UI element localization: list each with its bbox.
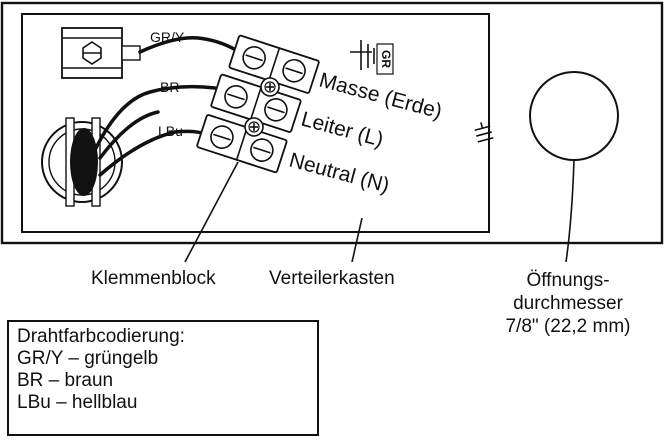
wire-ground — [138, 36, 238, 54]
wire-live-2 — [98, 110, 160, 160]
junction-box — [21, 13, 490, 233]
legend-title: Drahtfarbcodierung: — [17, 326, 185, 347]
ground-symbol-icon — [350, 40, 375, 70]
terminal-neutral — [196, 114, 288, 174]
mounting-plate — [0, 1, 664, 245]
leader-opening — [565, 159, 575, 263]
leader-junction-box — [351, 217, 363, 263]
cable-entry — [41, 117, 123, 207]
wire-neutral — [98, 129, 207, 177]
legend-item-ground: GR/Y – grüngelb — [17, 348, 159, 369]
legend-item-neutral: LBu – hellblau — [17, 392, 138, 413]
terminal-label-neutral: Neutral (N) — [287, 149, 392, 198]
wire-color-legend: Drahtfarbcodierung: GR/Y – grüngelb BR –… — [7, 320, 319, 436]
terminal-live — [210, 73, 302, 133]
mounting-screw-upper — [260, 77, 280, 97]
terminal-ground — [228, 34, 320, 94]
callout-junction-box: Verteilerkasten — [269, 268, 395, 289]
wire-label-ground: GR/Y — [150, 29, 185, 45]
wire-live — [94, 84, 217, 150]
terminal-label-live: Leiter (L) — [299, 108, 386, 152]
callout-hole-1: Öffnungs- — [526, 270, 609, 291]
cable-clamp — [61, 27, 141, 79]
earth-mark-icon — [474, 122, 494, 143]
opening-hole — [529, 71, 619, 161]
mounting-screw-lower — [244, 117, 264, 137]
ground-stamp-box — [376, 43, 394, 75]
callout-hole-3: 7/8" (22,2 mm) — [505, 316, 630, 337]
ground-stamp: GR — [379, 50, 393, 68]
callout-terminal-block: Klemmenblock — [91, 268, 216, 289]
wire-label-live: BR — [160, 79, 179, 95]
callout-hole-2: durchmesser — [513, 293, 623, 314]
leader-terminal-block — [184, 161, 239, 263]
wire-label-neutral: LBu — [158, 123, 183, 139]
legend-item-live: BR – braun — [17, 370, 114, 391]
